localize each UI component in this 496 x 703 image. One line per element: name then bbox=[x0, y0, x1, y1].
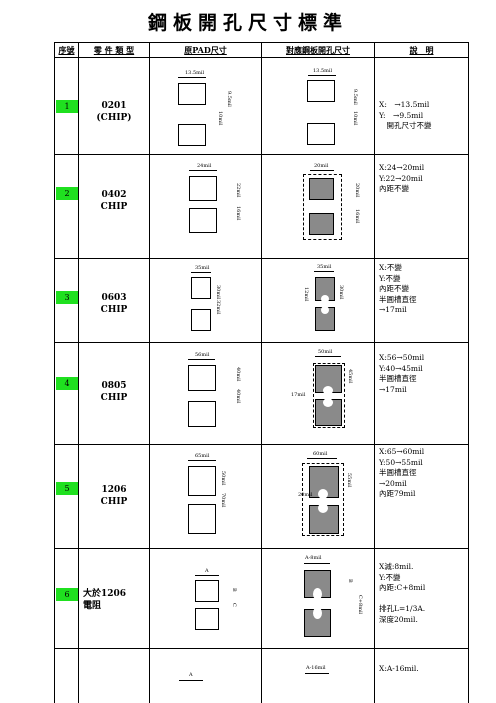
pad bbox=[188, 504, 216, 534]
pad bbox=[178, 124, 206, 146]
row-number: 2 bbox=[56, 187, 78, 200]
part-type: 0201(CHIP) bbox=[96, 101, 132, 123]
description: X減:8mil.Y:不變內距:C+8mil 排孔L=1/3A.深度20mil. bbox=[379, 562, 426, 624]
stencil-opening bbox=[307, 80, 335, 102]
row-number: 1 bbox=[56, 100, 78, 113]
pad bbox=[188, 365, 216, 391]
pad bbox=[191, 309, 211, 331]
header-stencil: 對應鋼板開孔尺寸 bbox=[262, 43, 375, 58]
row-number: 4 bbox=[56, 377, 78, 390]
row-number: 6 bbox=[56, 588, 78, 601]
row-number: 5 bbox=[56, 482, 78, 495]
page-title: 鋼板開孔尺寸標準 bbox=[147, 12, 348, 34]
pad bbox=[188, 401, 216, 427]
pad bbox=[195, 608, 219, 630]
pad bbox=[195, 580, 219, 602]
pad bbox=[191, 277, 211, 299]
pad bbox=[188, 466, 216, 496]
pad bbox=[189, 208, 217, 233]
header-desc: 說 明 bbox=[375, 43, 469, 58]
stencil-opening bbox=[307, 123, 335, 145]
stencil-opening bbox=[309, 213, 334, 235]
pad bbox=[178, 83, 206, 105]
header-type: 零 件 類 型 bbox=[79, 43, 150, 58]
stencil-table: 序號 零 件 類 型 原PAD尺寸 對應鋼板開孔尺寸 說 明 1 0201(CH… bbox=[54, 42, 469, 703]
header-no: 序號 bbox=[55, 43, 79, 58]
pad bbox=[189, 176, 217, 201]
header-orig-pad: 原PAD尺寸 bbox=[150, 43, 262, 58]
description: X:A-16mil. bbox=[379, 664, 419, 673]
stencil-opening bbox=[309, 178, 334, 200]
row-number: 3 bbox=[56, 291, 78, 304]
